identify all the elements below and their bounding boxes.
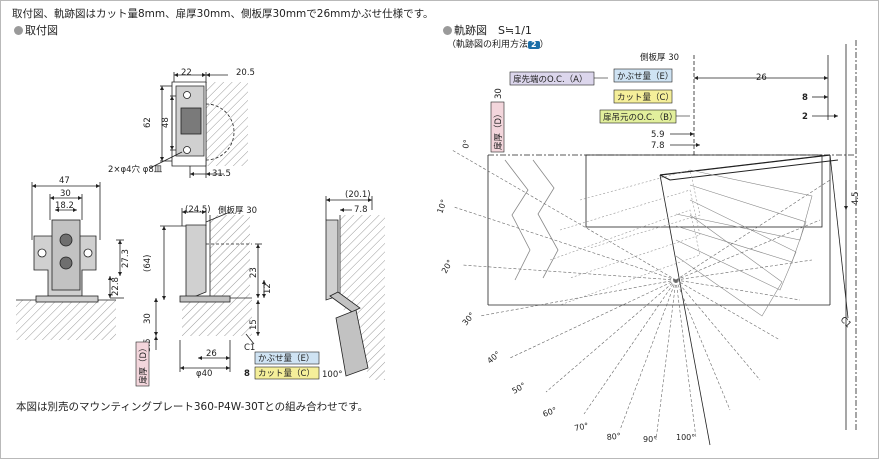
angle-20: 20° [440, 258, 455, 275]
angle-30: 30° [461, 311, 477, 328]
hole-note: 2×φ4穴 φ8皿 [108, 164, 163, 175]
dim-31-5: 31.5 [212, 169, 231, 179]
cut-label: カット量（C） [258, 368, 315, 379]
mount-view-open [325, 196, 385, 380]
dim-22-8: 22.8 [111, 277, 121, 296]
angle-10: 10° [435, 198, 448, 214]
angle-60: 60° [542, 406, 558, 419]
traj-dim-26: 26 [756, 73, 767, 83]
dim-18-2: 18.2 [55, 201, 74, 211]
screw-hole [183, 146, 191, 154]
door-open-block [335, 309, 369, 377]
traj-overlay-tag [613, 68, 673, 83]
mount-title: 取付図 [14, 25, 58, 36]
dim-30: 30 [143, 313, 153, 324]
traj-side-panel-label: 側板厚 30 [640, 52, 679, 63]
traj-dim-2: 2 [802, 112, 808, 122]
angle-100: 100° [322, 370, 342, 380]
door-thickness-tag [135, 341, 150, 387]
traj-overlay-label: かぶせ量（E） [617, 71, 673, 82]
door-hatch [182, 298, 252, 336]
dim-24-5: (24.5) [185, 205, 211, 215]
dim-26: 26 [206, 349, 217, 359]
overlay-label: かぶせ量（E） [258, 353, 314, 364]
door-hinge-tag [599, 109, 677, 124]
traj-c1: C1 [838, 315, 853, 330]
dim-48: 48 [161, 117, 171, 128]
door-tip-label: 扉先端のO.C.（A） [513, 74, 588, 85]
usage-badge: 2 [528, 41, 540, 49]
traj-cut-label: カット量（C） [617, 92, 674, 103]
hinge-arm [185, 224, 207, 301]
trajectory-title: 軌跡図 S≒1/1 [443, 25, 532, 36]
door-hinge-label: 扉吊元のO.C.（B） [603, 112, 678, 123]
traj-door-tag [490, 101, 505, 153]
dim-23: 23 [249, 267, 259, 278]
bullet-icon [443, 26, 452, 35]
traj-dim-7-8: 7.8 [651, 141, 665, 151]
dim-30: 30 [60, 189, 71, 199]
angle-100: 100° [676, 433, 695, 442]
cut-tag [254, 366, 320, 380]
screw-hole [83, 248, 93, 258]
side-panel-hatch [206, 82, 248, 166]
angle-70: 70° [574, 421, 590, 433]
spec-note: 取付図、軌跡図はカット量8mm、扉厚30mm、側板厚30mmで26mmかぶせ仕様… [12, 8, 434, 20]
angle-0: 0° [461, 139, 471, 150]
dim-27-3: 27.3 [121, 249, 131, 268]
adjust-screw [59, 256, 73, 270]
screw-hole [183, 91, 191, 99]
dim-8: 8 [244, 369, 250, 379]
traj-door-value: 30 [494, 88, 504, 99]
side-panel-hatch [210, 215, 250, 298]
door-tip-tag [509, 71, 595, 86]
dim-phi-40: φ40 [196, 369, 212, 379]
side-panel-label: 側板厚 30 [218, 205, 257, 216]
c1-label: C1 [244, 343, 255, 353]
traj-door-label: 扉厚（D） [493, 109, 504, 150]
dim-7-8: 7.8 [354, 205, 368, 215]
dim-20-5: 20.5 [236, 68, 255, 78]
mount-view-top [149, 72, 248, 178]
footer-note: 本図は別売のマウンティングプレート360-P4W-30Tとの組み合わせです。 [16, 401, 369, 413]
door-thickness-label: 扉厚（D） [138, 343, 149, 384]
dim-62: 62 [143, 117, 153, 128]
traj-dim-5-9: 5.9 [651, 130, 665, 140]
screw-hole [37, 248, 47, 258]
angle-80: 80° [606, 432, 621, 442]
hinge-cup [180, 107, 202, 135]
plate-body [51, 219, 81, 291]
traj-dim-4-5: 4.5 [851, 191, 861, 205]
traj-dim-8: 8 [802, 93, 808, 103]
dim-64: (64) [143, 255, 153, 272]
overlay-tag [254, 351, 320, 365]
trajectory-fan [451, 149, 831, 441]
traj-cut-tag [613, 89, 673, 104]
trajectory-diagram [487, 40, 857, 446]
mount-view-side [154, 208, 266, 372]
dim-15: 15 [249, 319, 259, 330]
dim-20-1: (20.1) [345, 190, 371, 200]
bullet-icon [14, 26, 23, 35]
dim-12: 12 [263, 283, 273, 294]
dim-22: 22 [181, 68, 192, 78]
mount-view-front [16, 182, 124, 340]
cup-path [205, 103, 235, 161]
angle-40: 40° [486, 350, 503, 366]
angle-90: 90° [643, 435, 657, 444]
adjust-screw [59, 233, 73, 247]
dim-47: 47 [59, 176, 70, 186]
hinge-cup [179, 295, 231, 303]
angle-50: 50° [511, 381, 528, 396]
